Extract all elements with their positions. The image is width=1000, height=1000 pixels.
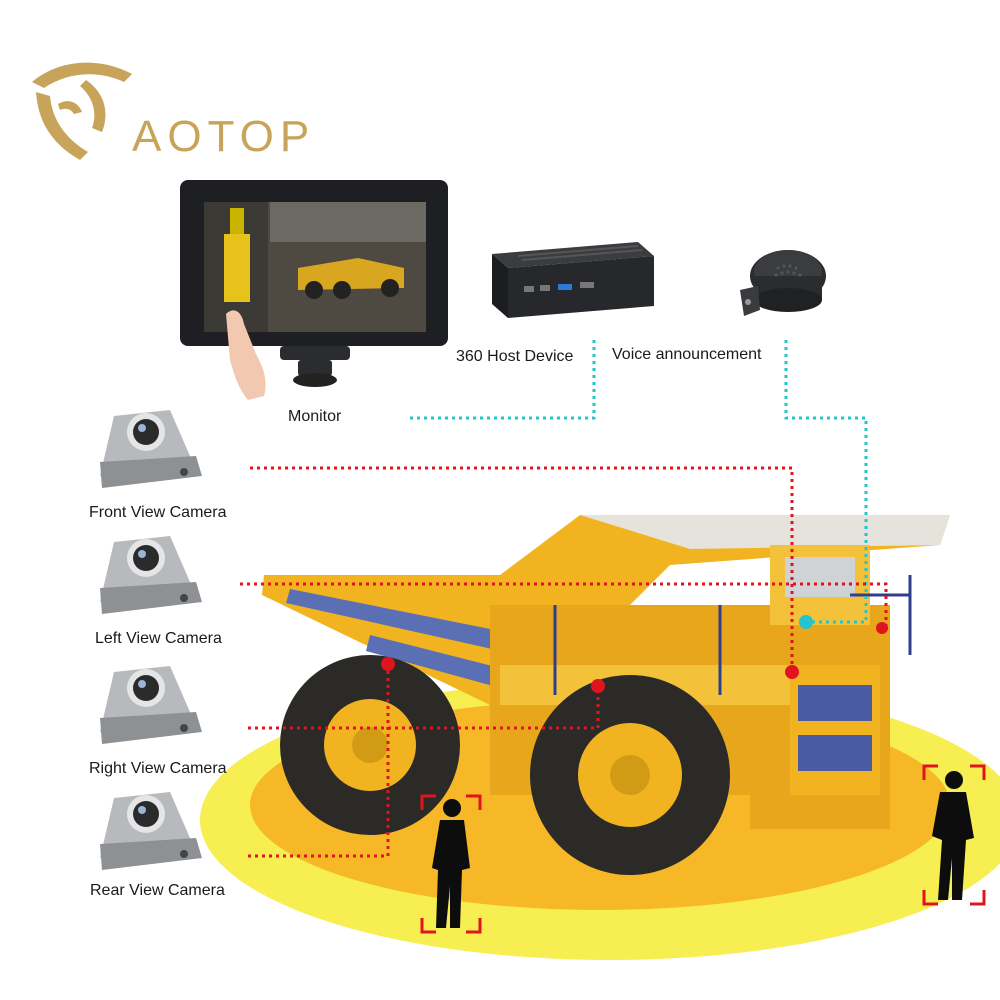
rear-camera-label: Rear View Camera bbox=[90, 882, 225, 899]
pedestrian-left bbox=[420, 794, 482, 934]
speaker-device bbox=[740, 250, 826, 316]
mining-truck bbox=[262, 515, 950, 875]
detect-box-left bbox=[420, 794, 482, 934]
device-links bbox=[410, 340, 868, 624]
rear-camera-icon bbox=[100, 792, 202, 870]
pedestrian-right bbox=[922, 764, 986, 906]
horse-head-logo-icon bbox=[32, 62, 132, 160]
monitor-device bbox=[180, 180, 448, 400]
monitor-label: Monitor bbox=[288, 408, 342, 425]
host-device bbox=[492, 242, 654, 318]
right-camera-label: Right View Camera bbox=[89, 760, 227, 777]
right-camera-icon bbox=[100, 666, 202, 744]
speaker-label: Voice announcement bbox=[612, 346, 762, 363]
detect-box-right bbox=[922, 764, 986, 906]
camera-links bbox=[240, 466, 888, 858]
left-camera-icon bbox=[100, 536, 202, 614]
front-camera-label: Front View Camera bbox=[89, 504, 227, 521]
host-device-label: 360 Host Device bbox=[456, 348, 574, 365]
front-camera-icon bbox=[100, 410, 202, 488]
connection-points bbox=[381, 615, 888, 693]
left-camera-label: Left View Camera bbox=[95, 630, 222, 647]
brand-name: AOTOP bbox=[132, 112, 316, 161]
